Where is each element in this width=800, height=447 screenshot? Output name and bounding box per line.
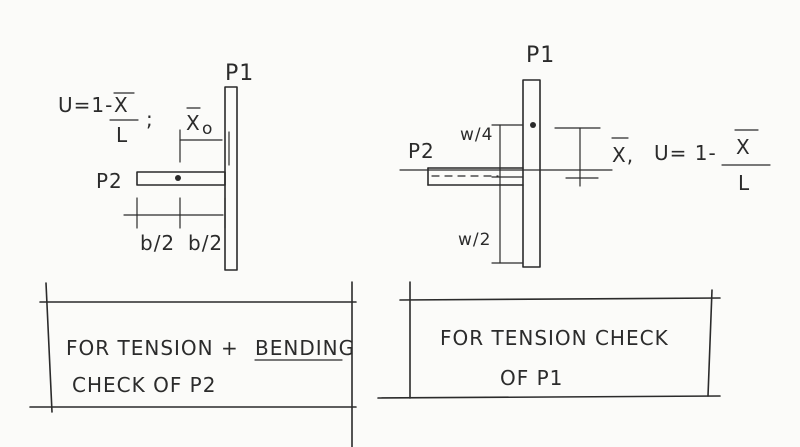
right-xbar-label: X, bbox=[612, 143, 634, 167]
right-box-line1: FOR TENSION CHECK bbox=[440, 326, 669, 350]
right-p2-label: P2 bbox=[408, 139, 435, 163]
left-b-half-label: b/2 bbox=[140, 231, 175, 255]
left-formula-u: U=1- bbox=[58, 93, 113, 117]
right-box-bottom-rule bbox=[377, 395, 721, 399]
right-formula-u: U= 1- bbox=[654, 141, 717, 165]
left-box-line2: CHECK OF P2 bbox=[72, 373, 216, 397]
left-note-box: FOR TENSION + BENDING CHECK OF P2 bbox=[29, 281, 357, 447]
left-xbar-label: X bbox=[186, 111, 201, 135]
left-p2-label: P2 bbox=[96, 169, 123, 193]
right-connection-sketch: P1 P2 w/4 w/2 X, U= 1- X L bbox=[399, 43, 771, 268]
left-box-line1: FOR TENSION + bbox=[66, 336, 239, 360]
left-formula-semicolon: ; bbox=[146, 107, 154, 131]
right-box-right-edge bbox=[707, 289, 713, 397]
left-box-left-edge bbox=[45, 282, 53, 413]
right-w4-label: w/4 bbox=[460, 125, 493, 145]
right-plate-p1 bbox=[522, 79, 541, 268]
left-plate-p2 bbox=[136, 171, 226, 186]
left-b-half-label-2: b/2 bbox=[188, 231, 223, 255]
right-centroid-dot bbox=[530, 122, 536, 128]
left-xbar-sub: o bbox=[202, 119, 213, 139]
left-formula-l: L bbox=[116, 123, 128, 147]
right-box-line2: OF P1 bbox=[500, 366, 563, 390]
right-w2-label: w/2 bbox=[458, 230, 491, 250]
left-p1-label: P1 bbox=[225, 61, 254, 86]
right-formula-xbar: X bbox=[736, 135, 751, 159]
right-formula-l: L bbox=[738, 171, 750, 195]
right-note-box: FOR TENSION CHECK OF P1 bbox=[377, 281, 721, 399]
right-p1-label: P1 bbox=[526, 43, 555, 68]
right-box-top-rule bbox=[399, 297, 721, 301]
left-box-line1-emphasis: BENDING bbox=[255, 336, 355, 360]
left-plate-p1 bbox=[224, 86, 238, 271]
left-connection-sketch: P1 P2 U=1- X L ; X o b/2 b/2 bbox=[58, 61, 254, 271]
left-centroid-dot bbox=[175, 175, 181, 181]
left-formula-xbar: X bbox=[114, 93, 129, 117]
